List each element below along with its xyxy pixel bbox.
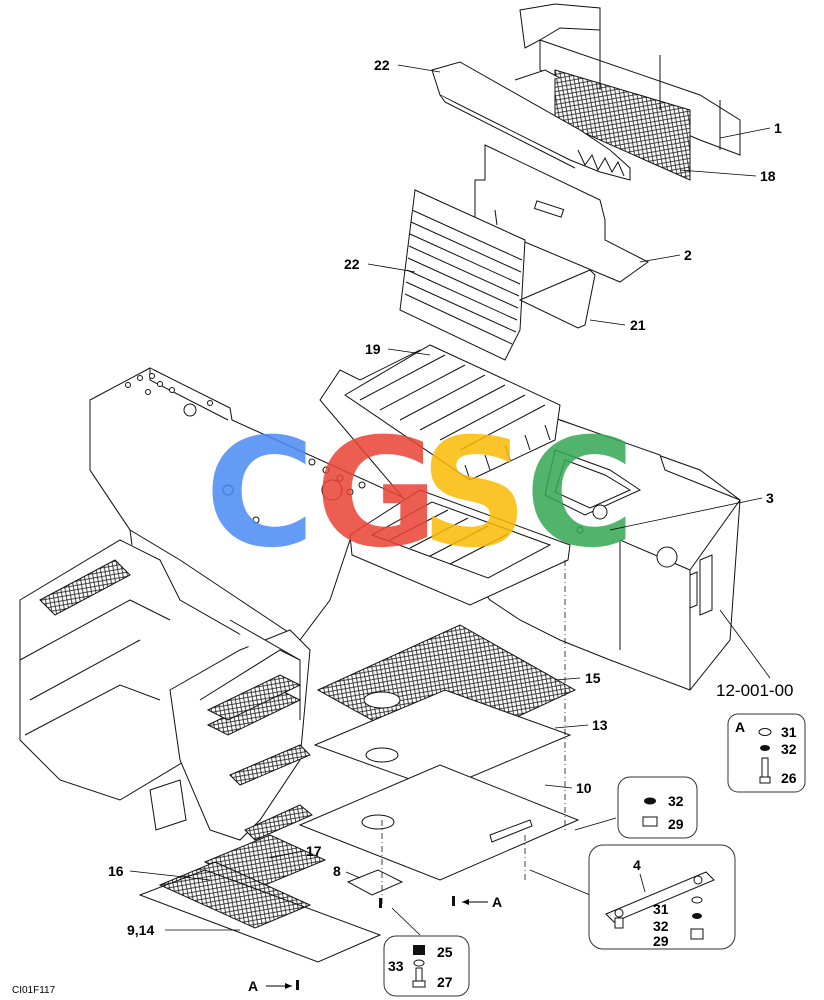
inset-a-title: A xyxy=(735,719,745,735)
callout-16: 16 xyxy=(108,863,124,879)
callout-1: 1 xyxy=(774,120,782,136)
part-8-plate xyxy=(346,869,404,896)
callout-22-top: 22 xyxy=(374,57,390,73)
callout-22-mid: 22 xyxy=(344,256,360,272)
inset-a-item-32: 32 xyxy=(781,741,797,757)
part-13-plate xyxy=(313,689,572,791)
watermark-letter-2: G xyxy=(315,407,438,581)
part-2-plate xyxy=(474,144,649,283)
view-a-label-1: A xyxy=(492,894,502,910)
callout-19: 19 xyxy=(365,341,381,357)
inset-a-item-26: 26 xyxy=(781,770,797,786)
view-a-label-2: A xyxy=(248,978,258,994)
callouts: 22 1 18 2 22 21 19 3 15 13 10 16 17 8 9,… xyxy=(12,57,794,996)
inset-bracket: 4 31 32 29 xyxy=(588,844,736,950)
inset-bolt: 25 33 27 xyxy=(383,935,470,997)
leader-lines xyxy=(129,64,771,936)
inset-bracket-item-29: 29 xyxy=(653,933,669,949)
callout-17: 17 xyxy=(306,843,322,859)
part-22-louver xyxy=(399,189,526,361)
view-arrows xyxy=(266,899,488,989)
part-10-plate xyxy=(298,764,580,881)
watermark-letter-3: S xyxy=(420,407,528,581)
callout-18: 18 xyxy=(760,168,776,184)
inset-small-item-29: 29 xyxy=(668,816,684,832)
inset-bracket-item-32: 32 xyxy=(653,918,669,934)
callout-2: 2 xyxy=(684,247,692,263)
inset-bracket-item-31: 31 xyxy=(653,901,669,917)
inset-bolt-item-25: 25 xyxy=(437,944,453,960)
callout-21: 21 xyxy=(630,317,646,333)
reference-number: 12-001-00 xyxy=(716,681,794,700)
access-steps xyxy=(206,674,313,841)
watermark-letter-1: C xyxy=(205,407,315,581)
inset-bracket-item-4: 4 xyxy=(633,857,641,873)
part-1-bracket xyxy=(514,3,741,181)
watermark: C G S C xyxy=(205,407,635,581)
inset-bolt-item-33: 33 xyxy=(388,958,404,974)
callout-8: 8 xyxy=(333,863,341,879)
inset-washer-nut: 32 29 xyxy=(617,776,698,839)
inset-a: A 31 32 26 xyxy=(727,713,806,793)
callout-3: 3 xyxy=(766,490,774,506)
callout-13: 13 xyxy=(592,717,608,733)
callout-9-14: 9,14 xyxy=(127,922,154,938)
watermark-letter-4: C xyxy=(525,407,635,581)
callout-15: 15 xyxy=(585,670,601,686)
assembly-lines xyxy=(381,560,566,905)
part-21-support xyxy=(518,269,596,329)
callout-10: 10 xyxy=(576,780,592,796)
inset-a-item-31: 31 xyxy=(781,724,797,740)
drawing-code: CI01F117 xyxy=(12,985,56,996)
inset-bolt-item-27: 27 xyxy=(437,974,453,990)
inset-small-item-32: 32 xyxy=(668,793,684,809)
fasteners xyxy=(296,896,455,990)
part-22-upper-channel xyxy=(431,61,631,181)
part-3-frame xyxy=(348,489,572,606)
